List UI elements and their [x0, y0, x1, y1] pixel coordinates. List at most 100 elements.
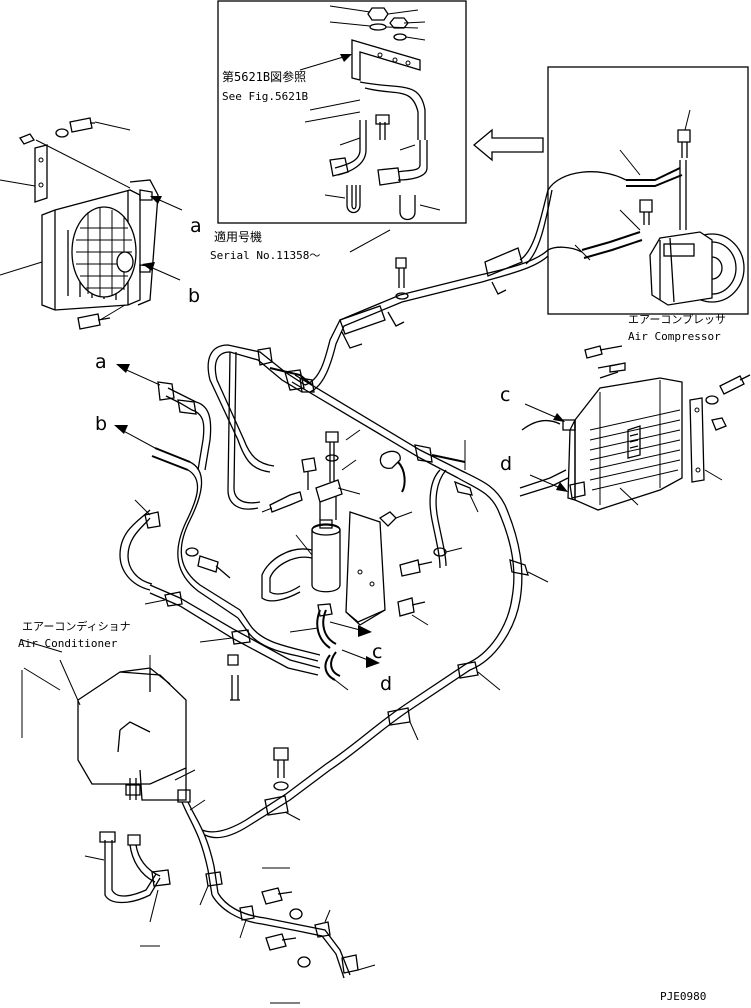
clamp	[144, 511, 161, 529]
clamp	[339, 305, 386, 335]
bolt	[301, 457, 317, 490]
bracket	[34, 144, 48, 203]
lower-line	[204, 709, 411, 839]
discharge-hose	[626, 167, 681, 181]
bolt	[261, 887, 293, 905]
bolt	[273, 747, 289, 778]
nut	[378, 511, 397, 527]
clamp	[484, 247, 523, 277]
clamp	[453, 480, 473, 496]
washer	[369, 23, 387, 31]
clamp	[314, 921, 331, 938]
clamp	[264, 795, 289, 816]
washer	[325, 454, 339, 462]
callout-a-left: a	[95, 351, 107, 373]
clamp	[315, 479, 343, 503]
callout-c-lower: c	[372, 641, 382, 663]
compressor-detail	[547, 66, 749, 315]
washer	[55, 128, 69, 138]
bolt	[69, 117, 95, 133]
clamp	[509, 559, 529, 576]
u-clamp	[399, 195, 416, 221]
clamp	[205, 871, 223, 887]
receiver-bracket	[345, 511, 386, 623]
conditioner-label-en: Air Conditioner	[18, 637, 118, 650]
washer	[289, 908, 303, 920]
bolt	[379, 122, 386, 140]
bolt	[584, 345, 623, 359]
fitting-a	[157, 381, 175, 401]
clamp	[231, 629, 251, 645]
clamp	[239, 905, 255, 921]
washer	[273, 781, 289, 791]
callout-c-evaporator: c	[500, 384, 510, 406]
clamp	[151, 869, 171, 887]
washer	[297, 956, 311, 968]
clamp	[177, 399, 197, 415]
drawing-code: PJE0980	[660, 990, 706, 1003]
callout-d-lower: d	[380, 673, 392, 695]
serial-jp: 適用号機	[214, 229, 262, 244]
u-clamp	[346, 185, 361, 214]
air-conditioner-unit	[21, 639, 187, 801]
fitting	[379, 450, 401, 469]
callout-b-left: b	[95, 413, 107, 435]
hose-b	[154, 447, 191, 463]
fitting	[99, 831, 116, 843]
washer	[185, 547, 199, 557]
clamp	[164, 591, 183, 607]
compressor-label-jp: エアーコンプレッサ	[628, 313, 726, 326]
inset-detail: 第5621B図参照 See Fig.5621B	[217, 0, 467, 224]
conditioner-body	[77, 671, 187, 785]
inset-ref-en: See Fig.5621B	[222, 90, 308, 103]
compressor-body	[649, 231, 713, 306]
bracket	[689, 397, 705, 483]
liquid-line	[207, 344, 306, 473]
washer	[705, 395, 719, 405]
condenser-assembly	[0, 117, 159, 330]
inset-frame	[217, 0, 467, 224]
compressor-label-en: Air Compressor	[628, 330, 721, 343]
reference-arrow	[472, 128, 544, 162]
bolt	[395, 257, 407, 288]
washer	[395, 292, 409, 300]
serial-en: Serial No.11358～	[210, 249, 320, 262]
suction-hose	[581, 231, 641, 251]
callout-a-condenser: a	[190, 215, 202, 237]
bolt	[397, 597, 426, 617]
bolt	[399, 559, 433, 577]
callout-d-evaporator: d	[500, 453, 512, 475]
inset-ref-jp: 第5621B図参照	[222, 69, 306, 84]
nut	[367, 7, 389, 21]
bolt	[77, 313, 111, 330]
fitting	[257, 347, 273, 366]
bolt	[639, 199, 653, 213]
washer	[609, 362, 626, 373]
evaporator-unit	[562, 345, 751, 511]
fitting	[284, 369, 305, 391]
long-line	[294, 374, 461, 471]
fitting	[414, 444, 433, 463]
refrigerant-lines	[119, 189, 569, 839]
inset-hose	[334, 120, 361, 169]
nut	[227, 654, 239, 666]
washer	[393, 33, 407, 41]
bolt	[230, 675, 240, 701]
nut	[711, 417, 727, 431]
bolt	[677, 129, 691, 143]
suction-line	[304, 249, 549, 386]
clamp	[387, 707, 411, 726]
bolt	[265, 933, 297, 951]
inset-pipe	[359, 81, 426, 140]
nut	[19, 133, 35, 145]
inset-bracket	[351, 39, 421, 81]
clamp	[457, 661, 479, 679]
bolt	[197, 555, 231, 579]
conditioner-label-jp: エアーコンディショナ	[22, 619, 131, 633]
bolt	[325, 431, 339, 482]
receiver-dryer	[261, 429, 463, 626]
bolt	[719, 374, 751, 395]
drain-hoses	[84, 769, 376, 979]
